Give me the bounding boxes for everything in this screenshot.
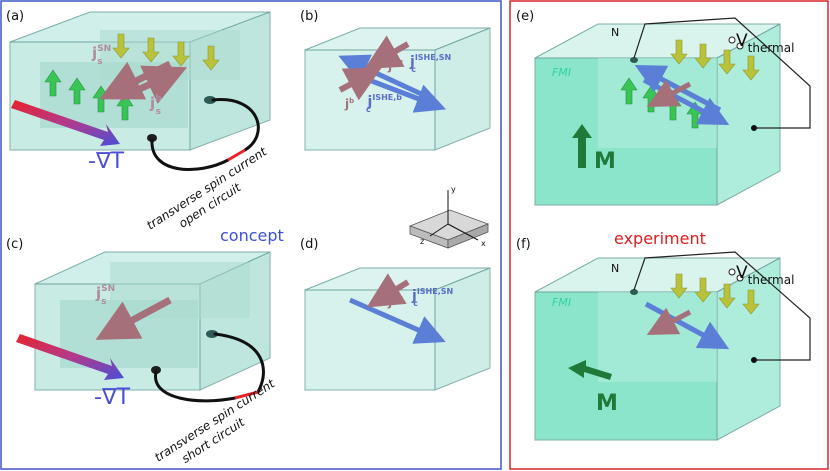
wire-back-c <box>213 332 265 394</box>
experiment-label: experiment <box>614 229 706 248</box>
svg-text:transverse spin current: transverse spin current <box>144 144 270 233</box>
js-sn-arrow-c <box>95 296 172 340</box>
electrode-back <box>204 96 216 104</box>
magnetization-arrow-f <box>568 360 612 380</box>
js-sn-arrow-b <box>364 35 410 69</box>
panel-label-a: (a) <box>6 9 24 24</box>
svg-text:y: y <box>451 185 456 194</box>
axis-icon: y z x <box>408 185 490 249</box>
js-b-arrow-b <box>338 67 382 101</box>
n-layer-e <box>598 58 717 148</box>
gradient-label-a: -∇T <box>88 149 125 174</box>
symbol-js-sn-d: jSN <box>387 295 403 309</box>
label-M-e: M <box>594 149 616 174</box>
magnetization-arrow-e <box>572 124 592 168</box>
experiment-frame <box>509 0 829 470</box>
open-gap <box>227 148 246 162</box>
spin-down-arrows-f <box>670 273 760 315</box>
label-N-f: N <box>611 262 619 275</box>
panel-e: N FMI Vthermal M <box>534 17 811 206</box>
label-FMI-f: FMI <box>552 296 571 309</box>
svg-text:z: z <box>420 237 424 246</box>
short-link <box>234 390 259 400</box>
panel-f: N FMI Vthermal M <box>534 251 811 441</box>
label-M-f: M <box>596 391 618 416</box>
voltmeter-wire-e <box>633 17 811 129</box>
wire-back <box>211 98 260 152</box>
concept-label: concept <box>220 226 284 245</box>
label-FMI-e: FMI <box>552 66 571 79</box>
electrode-front <box>147 134 157 142</box>
concept-frame <box>0 0 502 470</box>
svg-text:x: x <box>481 239 486 248</box>
panel-label-c: (c) <box>6 237 23 252</box>
symbol-js-b-b: jb <box>344 97 354 111</box>
jc-she-sn-arrow-d <box>348 297 446 344</box>
label-N-e: N <box>611 26 619 39</box>
js-sn-arrow-d <box>366 273 410 308</box>
panel-label-e: (e) <box>516 9 534 24</box>
wire-front-c <box>154 370 237 403</box>
temperature-gradient-arrow-c <box>16 334 124 380</box>
symbol-js-sn-b: jSN <box>387 59 403 73</box>
spin-down-arrows <box>112 33 220 71</box>
js-b-arrow <box>118 65 188 104</box>
voltmeter-wire-f <box>633 251 811 361</box>
temperature-gradient-arrow <box>11 100 120 146</box>
panel-label-f: (f) <box>516 237 531 252</box>
wire-front <box>150 138 230 171</box>
gradient-label-c: -∇T <box>94 385 131 410</box>
panel-label-b: (b) <box>300 9 318 24</box>
panel-label-d: (d) <box>300 237 318 252</box>
label-V-thermal-e: Vthermal <box>736 31 794 55</box>
spin-down-arrows-e <box>670 39 760 81</box>
label-V-thermal-f: Vthermal <box>736 263 794 287</box>
